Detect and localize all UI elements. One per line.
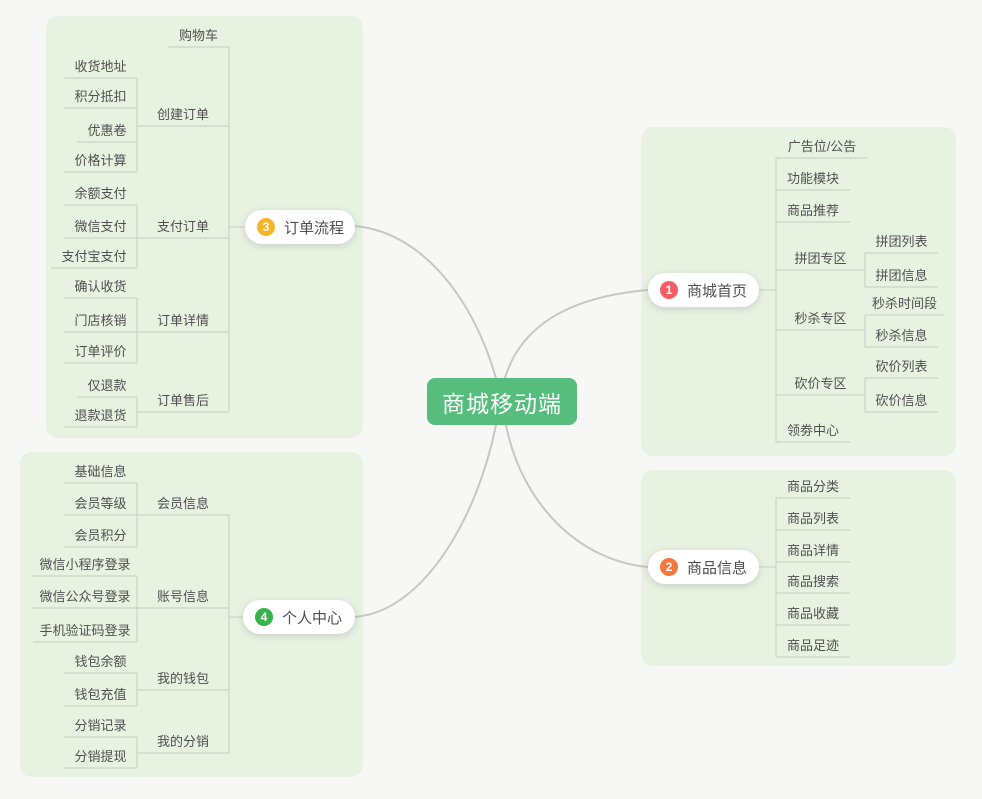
branch-node-order[interactable]: 3 订单流程 [245, 210, 355, 244]
topic-cart[interactable]: 购物车 [178, 28, 219, 43]
topic-order-aftersale[interactable]: 订单售后 [156, 393, 210, 408]
topic-wallet-balance[interactable]: 钱包余额 [74, 654, 127, 669]
topic-product-search[interactable]: 商品搜索 [786, 574, 840, 589]
topic-order-create[interactable]: 创建订单 [156, 107, 210, 122]
topic-account-info[interactable]: 账号信息 [156, 589, 210, 604]
branch-node-label: 订单流程 [284, 219, 345, 237]
topic-confirm-receipt[interactable]: 确认收货 [74, 279, 127, 294]
topic-ad[interactable]: 广告位/公告 [787, 139, 857, 154]
topic-balance-pay[interactable]: 余额支付 [74, 186, 127, 201]
topic-distribution-record[interactable]: 分销记录 [74, 718, 127, 733]
topic-my-wallet[interactable]: 我的钱包 [156, 671, 210, 686]
topic-wechat-official-login[interactable]: 微信公众号登录 [39, 589, 131, 604]
branch-node-label: 个人中心 [282, 609, 343, 627]
topic-member-points[interactable]: 会员积分 [74, 528, 127, 543]
branch-node-product[interactable]: 2 商品信息 [648, 550, 759, 584]
branch-node-home[interactable]: 1 商城首页 [648, 273, 759, 307]
topic-refund-only[interactable]: 仅退款 [87, 378, 127, 393]
topic-product-category[interactable]: 商品分类 [786, 479, 840, 494]
branch-number-badge: 2 [660, 558, 678, 576]
topic-groupbuy[interactable]: 拼团专区 [794, 251, 847, 266]
topic-wechat-mini-login[interactable]: 微信小程序登录 [39, 557, 131, 572]
topic-seckill[interactable]: 秒杀专区 [794, 311, 847, 326]
topic-coupon-center[interactable]: 领劵中心 [786, 423, 840, 438]
root-node-label: 商城移动端 [442, 390, 562, 417]
root-node[interactable]: 商城移动端 [427, 378, 577, 425]
topic-refund-return[interactable]: 退款退货 [74, 408, 127, 423]
topic-product-footprint[interactable]: 商品足迹 [786, 638, 840, 653]
topic-order-review[interactable]: 订单评价 [74, 344, 127, 359]
topic-groupbuy-list[interactable]: 拼团列表 [875, 234, 928, 249]
branch-node-label: 商品信息 [687, 559, 748, 577]
topic-order-detail[interactable]: 订单详情 [156, 313, 210, 328]
branch-number-badge: 4 [255, 608, 273, 626]
branch-number-badge: 3 [257, 218, 275, 236]
topic-coupon[interactable]: 优惠卷 [87, 123, 127, 138]
topic-store-verify[interactable]: 门店核销 [74, 313, 127, 328]
topic-wallet-recharge[interactable]: 钱包充值 [74, 687, 127, 702]
topic-distribution-withdraw[interactable]: 分销提现 [74, 749, 127, 764]
topic-product-list[interactable]: 商品列表 [786, 511, 840, 526]
topic-my-distribution[interactable]: 我的分销 [156, 734, 210, 749]
branch-node-label: 商城首页 [687, 282, 748, 300]
topic-member-info[interactable]: 会员信息 [156, 496, 210, 511]
branch-node-profile[interactable]: 4 个人中心 [243, 600, 355, 634]
branch-number-badge: 1 [660, 281, 678, 299]
topic-price-calc[interactable]: 价格计算 [74, 153, 127, 168]
topic-seckill-info[interactable]: 秒杀信息 [875, 328, 928, 343]
topic-wechat-pay[interactable]: 微信支付 [74, 219, 127, 234]
topic-basic-info[interactable]: 基础信息 [74, 464, 127, 479]
topic-bargain-list[interactable]: 砍价列表 [875, 359, 928, 374]
topic-modules[interactable]: 功能模块 [786, 171, 840, 186]
topic-member-level[interactable]: 会员等级 [74, 496, 127, 511]
topic-alipay[interactable]: 支付宝支付 [61, 249, 127, 264]
topic-seckill-time[interactable]: 秒杀时间段 [871, 296, 938, 311]
topic-bargain-info[interactable]: 砍价信息 [875, 393, 928, 408]
topic-groupbuy-info[interactable]: 拼团信息 [875, 268, 928, 283]
topic-bargain[interactable]: 砍价专区 [794, 376, 847, 391]
topic-phone-code-login[interactable]: 手机验证码登录 [39, 623, 131, 638]
topic-recommend[interactable]: 商品推荐 [786, 203, 840, 218]
topic-address[interactable]: 收货地址 [74, 59, 127, 74]
topic-product-favorite[interactable]: 商品收藏 [786, 606, 840, 621]
topic-order-pay[interactable]: 支付订单 [156, 219, 210, 234]
topic-product-detail[interactable]: 商品详情 [786, 543, 840, 558]
topic-points-deduct[interactable]: 积分抵扣 [74, 89, 127, 104]
